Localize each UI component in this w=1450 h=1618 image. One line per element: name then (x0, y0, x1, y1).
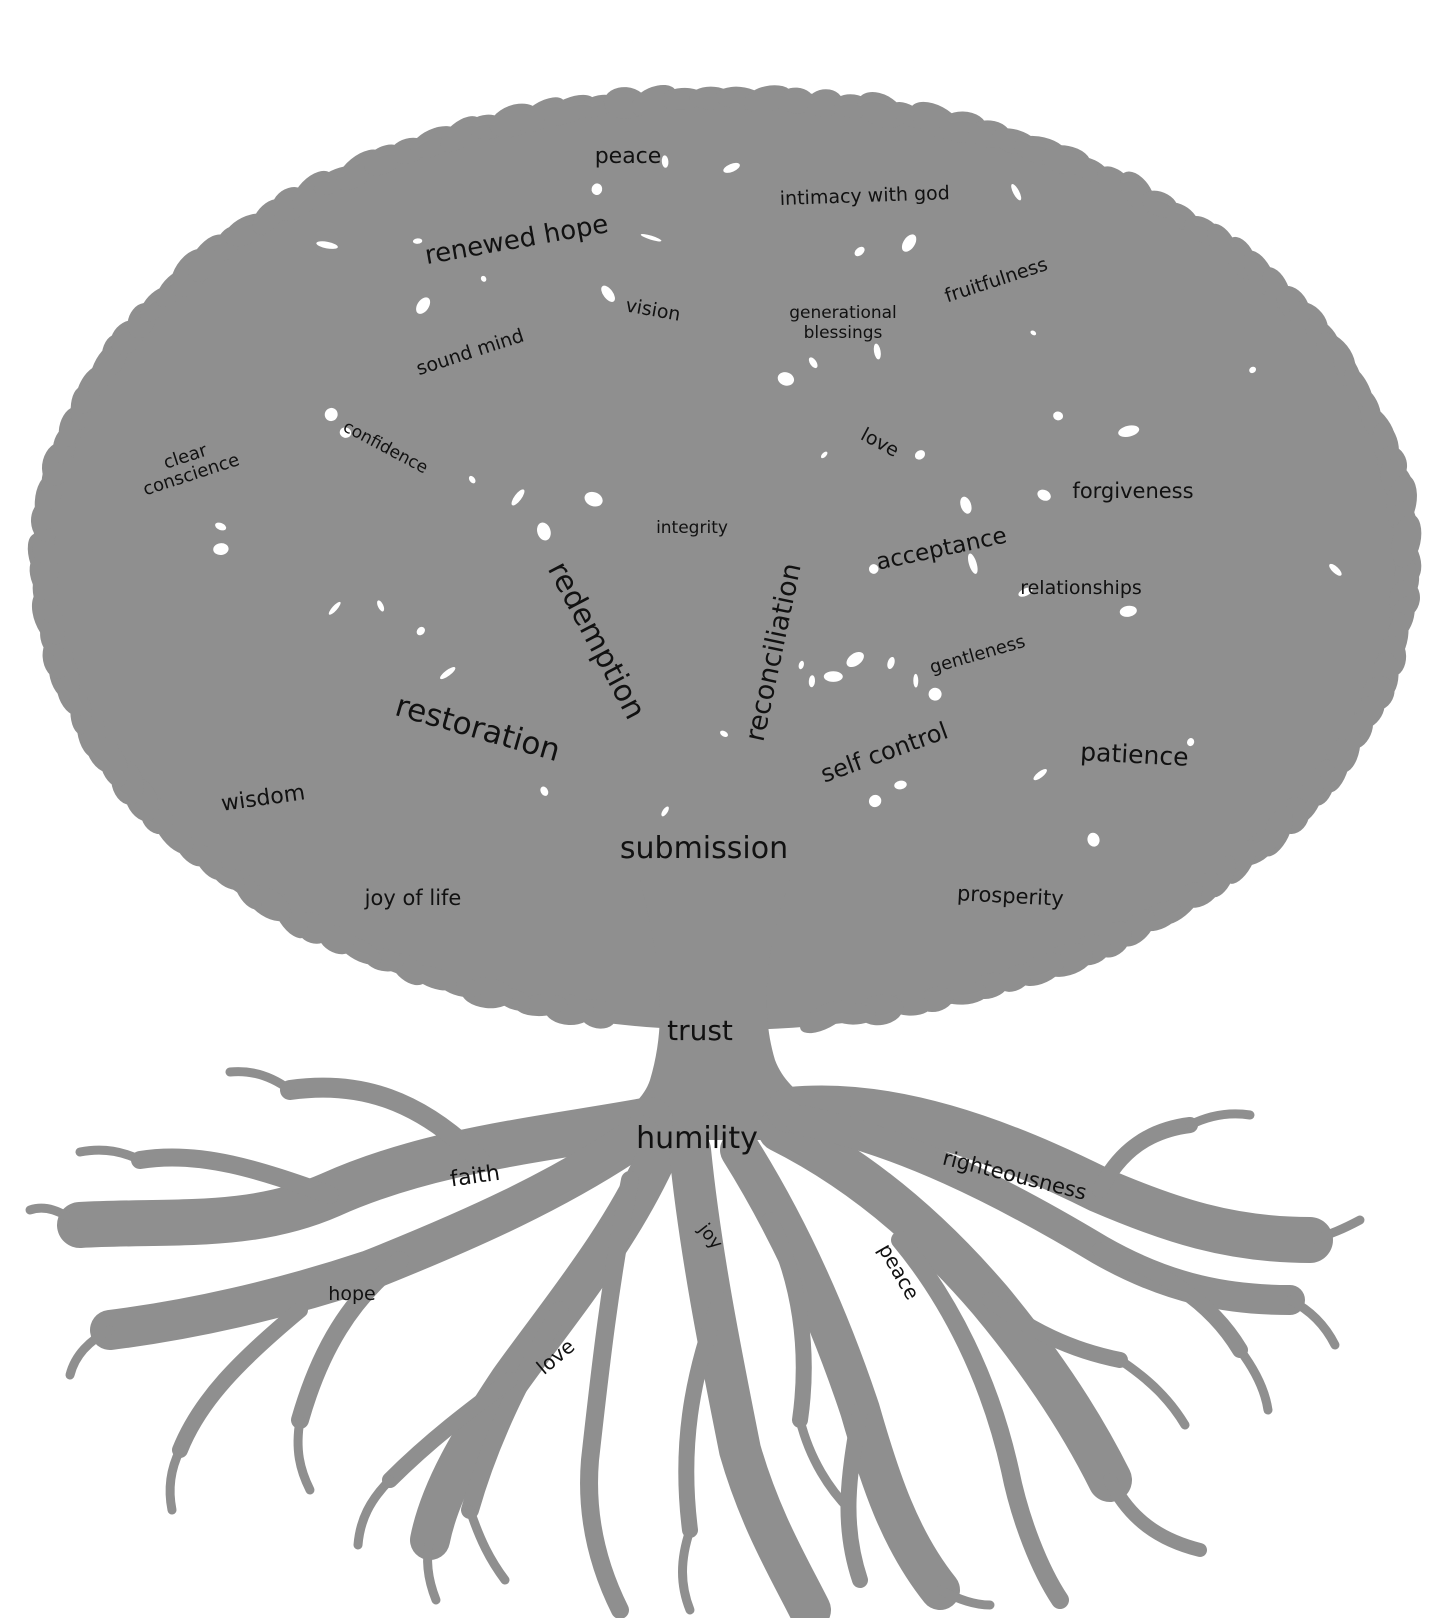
word-submission: submission (620, 831, 788, 866)
word-patience: patience (1080, 737, 1190, 772)
word-humility: humility (636, 1121, 758, 1156)
word-integrity: integrity (656, 518, 728, 538)
word-hope: hope (328, 1283, 375, 1305)
word-generational: generational (789, 303, 897, 323)
word-peace: peace (595, 144, 662, 169)
word-forgiveness: forgiveness (1072, 479, 1193, 503)
word-blessings: blessings (804, 323, 883, 343)
word-relationships: relationships (1020, 577, 1142, 599)
word-joy-of-life: joy of life (364, 886, 462, 910)
word-trust: trust (667, 1014, 733, 1047)
